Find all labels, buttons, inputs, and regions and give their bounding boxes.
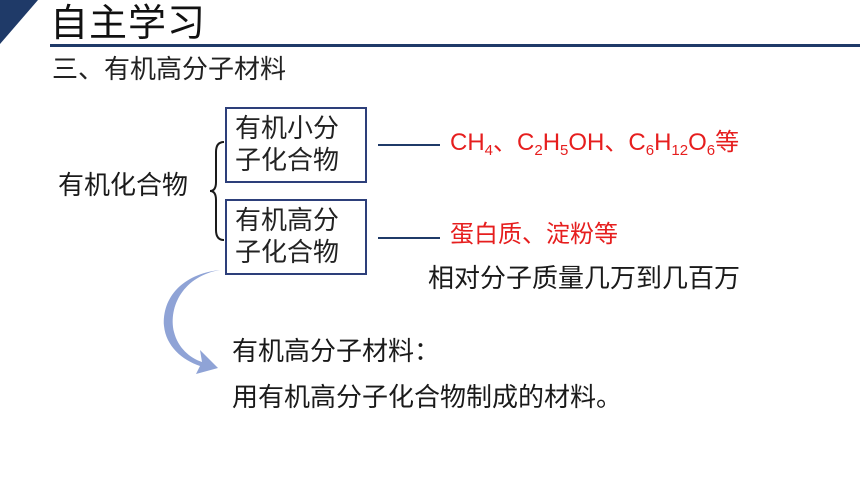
formula-ethanol-sub2: 5 xyxy=(560,142,569,159)
small-molecule-examples: CH4、C2H5OH、C6H12O6等 xyxy=(450,128,739,158)
header-corner-decoration xyxy=(0,0,38,44)
high-molecule-box: 有机高分 子化合物 xyxy=(225,199,367,275)
title-underline xyxy=(50,44,860,47)
formula-glucose-sub1: 6 xyxy=(645,142,655,159)
formula-ethanol-c: C xyxy=(517,129,535,156)
connector-line-high xyxy=(378,237,440,239)
section-heading: 三、有机高分子材料 xyxy=(52,55,287,85)
high-box-line1: 有机高分 xyxy=(235,206,340,236)
formula-ethanol-sub1: 2 xyxy=(534,142,543,159)
curved-arrow-icon xyxy=(163,270,220,374)
formula-ethanol-oh: OH xyxy=(568,129,605,156)
definition-title: 有机高分子材料： xyxy=(232,337,441,367)
root-label-organic-compounds: 有机化合物 xyxy=(58,171,189,201)
formula-glucose-sub3: 6 xyxy=(706,142,716,159)
formula-ethanol-h: H xyxy=(542,129,561,156)
small-box-line2: 子化合物 xyxy=(235,146,340,176)
curly-brace-icon xyxy=(209,141,225,241)
formula-glucose-sub2: 12 xyxy=(671,142,689,159)
formula-ch4: CH xyxy=(450,129,485,156)
formula-glucose-o: O xyxy=(688,129,707,156)
high-box-line2: 子化合物 xyxy=(235,238,340,268)
formula-glucose-h: H xyxy=(654,129,672,156)
connector-line-small xyxy=(378,144,440,146)
small-molecule-box: 有机小分 子化合物 xyxy=(225,107,367,183)
separator: 、 xyxy=(493,129,518,156)
formula-ch4-sub: 4 xyxy=(484,142,494,159)
page-title: 自主学习 xyxy=(50,1,207,45)
small-box-line1: 有机小分 xyxy=(235,114,340,144)
molecular-mass-note: 相对分子质量几万到几百万 xyxy=(428,264,741,294)
examples-suffix: 等 xyxy=(715,129,740,156)
separator: 、 xyxy=(604,129,629,156)
formula-glucose-c: C xyxy=(628,129,646,156)
high-molecule-examples: 蛋白质、淀粉等 xyxy=(450,221,618,248)
definition-text: 用有机高分子化合物制成的材料。 xyxy=(232,383,623,413)
